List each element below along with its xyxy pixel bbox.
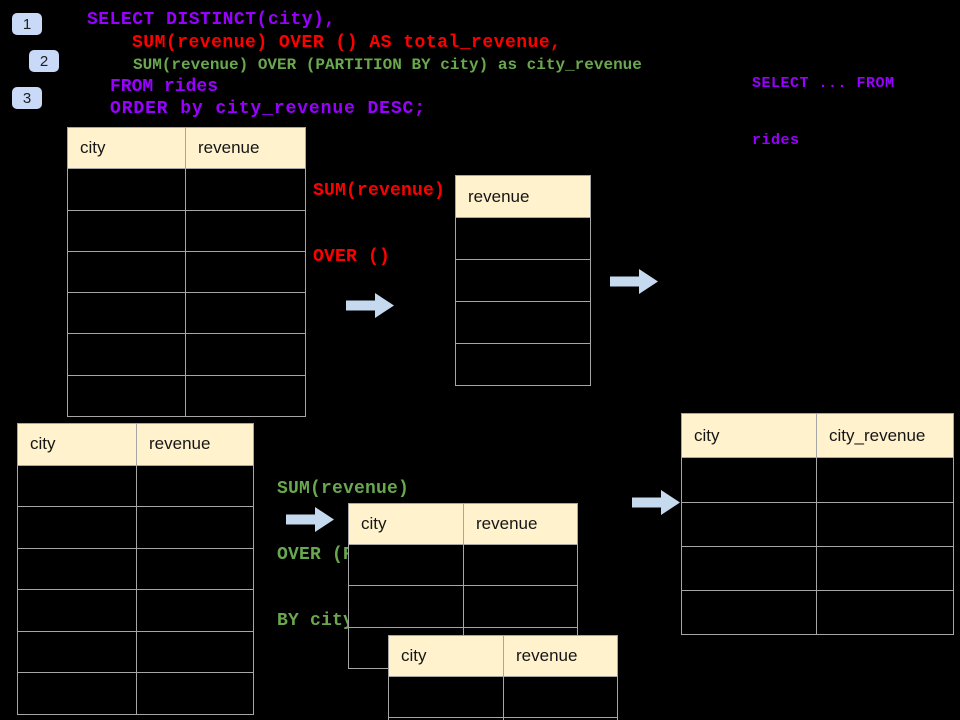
table-source-bottom: city revenue — [17, 423, 254, 715]
table-cell-empty — [18, 507, 137, 549]
table-cell-empty — [349, 545, 464, 587]
table-city-revenue-result: city city_revenue — [681, 413, 954, 636]
table-cell-empty — [817, 458, 954, 503]
table-partition-overlap: city revenue — [388, 635, 618, 720]
table-cell-empty — [682, 502, 817, 547]
sql-code-line-4: FROM rides — [110, 77, 219, 97]
table-cell-empty — [18, 465, 137, 507]
column-header-city: city — [18, 424, 137, 466]
column-header-revenue: revenue — [504, 636, 618, 677]
sql-code-line-1: SELECT DISTINCT(city), — [87, 10, 336, 30]
sql-code-line-2: SUM(revenue) OVER () AS total_revenue, — [132, 33, 562, 53]
table-cell-empty — [682, 591, 817, 636]
table-source-top: city revenue — [67, 127, 306, 418]
column-header-revenue: revenue — [137, 424, 254, 466]
table-cell-empty — [18, 590, 137, 632]
table-cell-empty — [349, 586, 464, 628]
total-revenue-annotation: SUM(revenue) OVER () — [313, 136, 445, 312]
table-cell-empty — [18, 631, 137, 673]
total-revenue-annotation-line2: OVER () — [313, 247, 391, 267]
table-cell-empty — [137, 507, 254, 549]
table-cell-empty — [456, 344, 591, 386]
column-header-revenue: revenue — [456, 176, 591, 218]
column-header-city: city — [349, 504, 464, 546]
table-cell-empty — [18, 673, 137, 715]
step-badge-2: 2 — [29, 50, 59, 72]
table-cell-empty — [817, 546, 954, 592]
from-rides-note-line1: SELECT ... FROM — [752, 75, 895, 92]
table-cell-empty — [464, 586, 578, 628]
table-cell-empty — [68, 169, 186, 211]
table-total-revenue-result: revenue — [455, 175, 591, 386]
table-cell-empty — [456, 260, 591, 302]
column-header-revenue: revenue — [464, 504, 578, 546]
table-cell-empty — [18, 548, 137, 590]
sql-code-line-3: SUM(revenue) OVER (PARTITION BY city) as… — [133, 56, 642, 74]
total-revenue-annotation-line1: SUM(revenue) — [313, 181, 446, 201]
table-cell-empty — [456, 302, 591, 344]
table-cell-empty — [137, 631, 254, 673]
table-cell-empty — [186, 251, 306, 294]
table-cell-empty — [137, 548, 254, 590]
column-header-city: city — [682, 414, 817, 459]
table-cell-empty — [68, 251, 186, 294]
right-arrow-icon — [610, 269, 658, 294]
column-header-city: city — [68, 128, 186, 170]
step-badge-3: 3 — [12, 87, 42, 109]
table-cell-empty — [186, 334, 306, 376]
sql-code-line-5: ORDER by city_revenue DESC; — [110, 99, 426, 119]
right-arrow-icon — [286, 507, 334, 532]
from-rides-note-line2: rides — [752, 132, 800, 149]
table-cell-empty — [186, 375, 306, 418]
table-cell-empty — [682, 458, 817, 503]
partition-annotation-line1: SUM(revenue) — [277, 479, 410, 499]
right-arrow-icon — [632, 490, 680, 515]
table-cell-empty — [389, 677, 504, 718]
table-cell-empty — [137, 590, 254, 632]
table-cell-empty — [68, 334, 186, 376]
table-cell-empty — [504, 677, 618, 718]
table-cell-empty — [464, 545, 578, 587]
table-cell-empty — [817, 591, 954, 636]
column-header-city: city — [389, 636, 504, 677]
table-cell-empty — [186, 169, 306, 211]
table-cell-empty — [186, 210, 306, 252]
step-badge-1: 1 — [12, 13, 42, 35]
table-cell-empty — [68, 375, 186, 418]
right-arrow-icon — [346, 293, 394, 318]
table-cell-empty — [817, 502, 954, 547]
table-cell-empty — [504, 718, 618, 720]
from-rides-note: SELECT ... FROM rides — [752, 36, 895, 188]
table-cell-empty — [68, 293, 186, 335]
table-cell-empty — [389, 718, 504, 720]
table-cell-empty — [682, 546, 817, 592]
column-header-city-revenue: city_revenue — [817, 414, 954, 459]
table-cell-empty — [137, 673, 254, 715]
column-header-revenue: revenue — [186, 128, 306, 170]
table-cell-empty — [186, 293, 306, 335]
table-cell-empty — [68, 210, 186, 252]
table-cell-empty — [456, 218, 591, 260]
table-cell-empty — [137, 465, 254, 507]
